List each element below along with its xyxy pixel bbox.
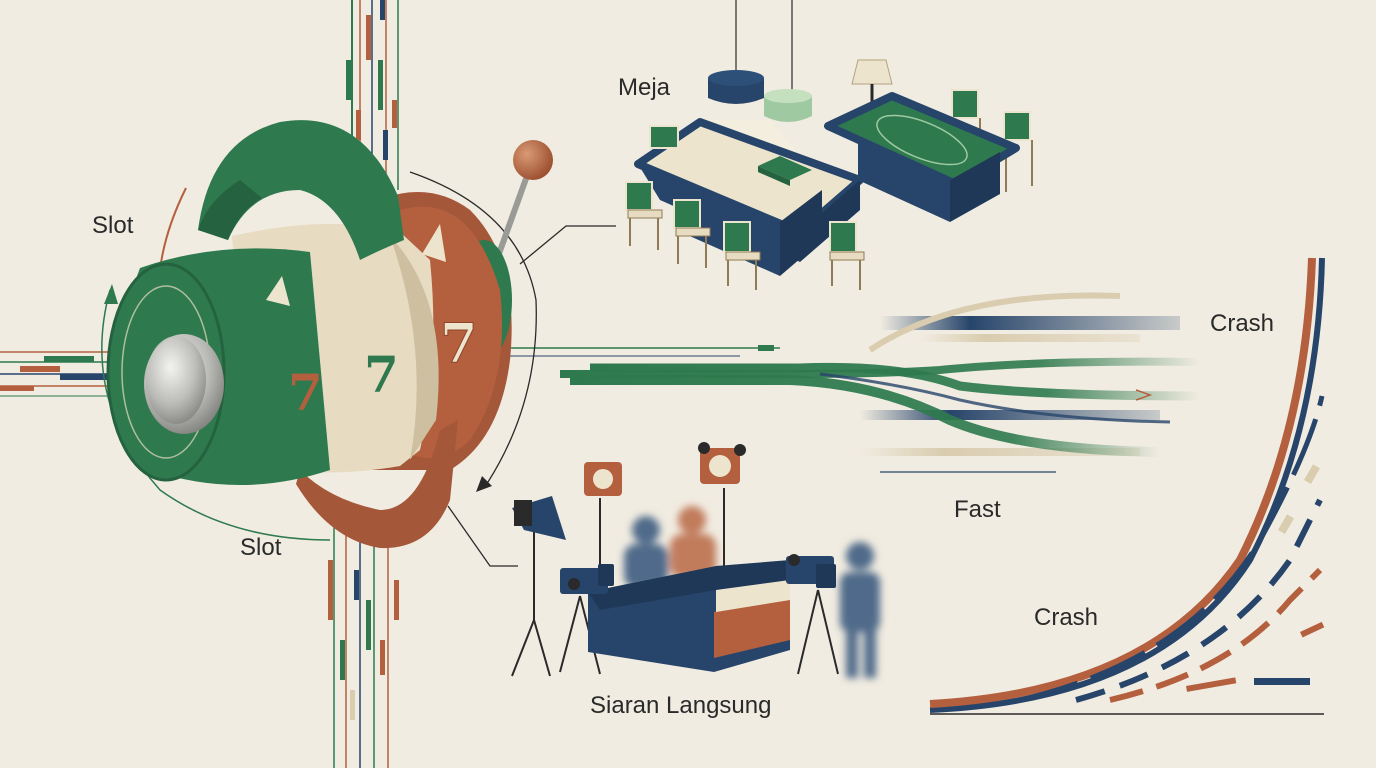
fast-streams	[560, 292, 1201, 473]
slot-machine: 7 7 7	[101, 120, 553, 549]
label-siaran-langsung: Siaran Langsung	[590, 692, 772, 719]
label-fast: Fast	[954, 496, 1001, 523]
label-crash-top: Crash	[1210, 310, 1275, 337]
label-crash-bottom: Crash	[1034, 604, 1099, 631]
connector-lines	[447, 225, 616, 567]
meja-tables	[625, 0, 1033, 290]
vertical-ticker-lines	[328, 0, 399, 768]
crash-chart-illustration	[929, 257, 1325, 715]
label-slot-top: Slot	[92, 212, 134, 239]
reel-symbol: 7	[288, 363, 323, 422]
label-meja: Meja	[618, 74, 671, 101]
live-studio	[511, 442, 880, 678]
reel-symbol: 7	[440, 311, 478, 375]
label-slot-bottom: Slot	[240, 534, 282, 561]
reel-symbol: 7	[364, 345, 399, 404]
machine-right-lines	[500, 345, 780, 357]
